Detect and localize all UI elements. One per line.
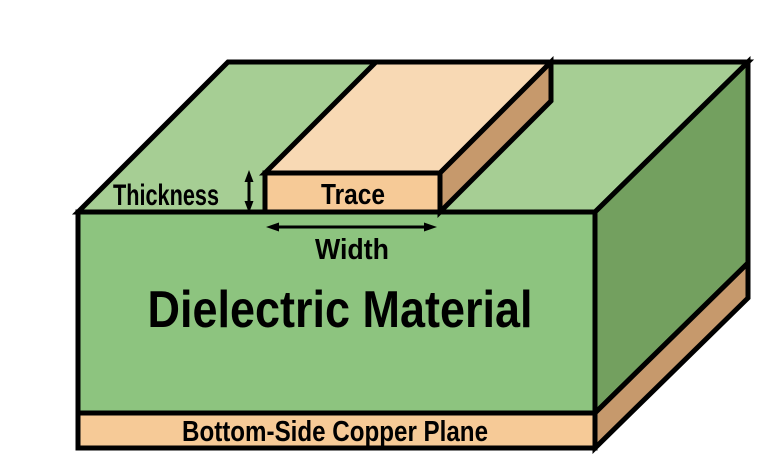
width-label: Width bbox=[315, 234, 389, 266]
thickness-arrow-head-down bbox=[244, 201, 254, 213]
width-arrow-head-left bbox=[266, 222, 279, 232]
trace-front-face bbox=[262, 170, 443, 215]
width-arrow-head-right bbox=[424, 222, 437, 232]
bottom-plane-label: Bottom-Side Copper Plane bbox=[182, 416, 488, 448]
thickness-arrow bbox=[244, 170, 254, 213]
copper-plane-front-face bbox=[75, 410, 598, 451]
width-arrow bbox=[266, 222, 437, 232]
thickness-label: Thickness bbox=[113, 179, 219, 212]
thickness-arrow-head-up bbox=[244, 170, 254, 182]
dielectric-material-label: Dielectric Material bbox=[148, 281, 533, 339]
trace-label: Trace bbox=[321, 179, 385, 211]
